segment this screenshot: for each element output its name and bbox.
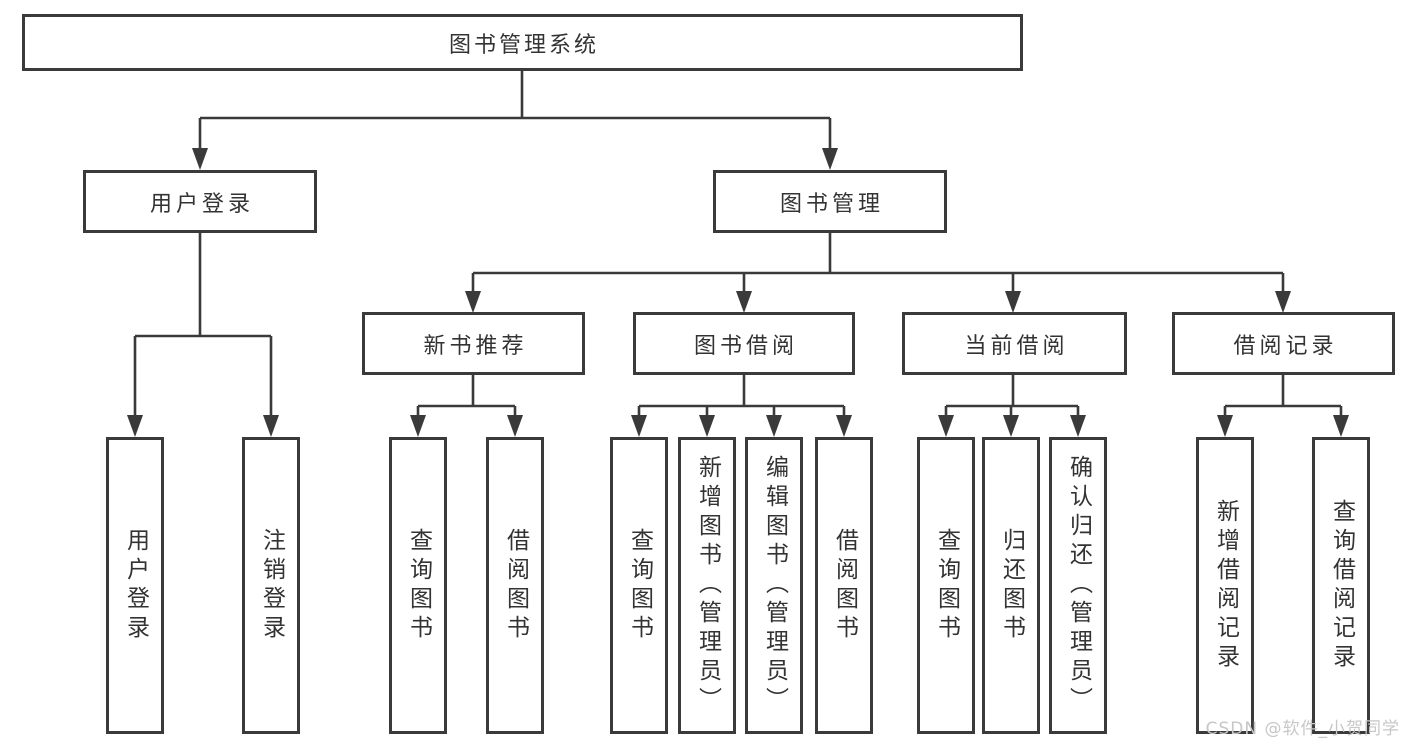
leaf-user-login: 用户登录 [106,437,164,734]
arrowhead-icon [1275,291,1291,313]
node-current-borrow: 当前借阅 [902,312,1127,375]
arrowhead-icon [938,415,954,437]
arrowhead-icon [465,291,481,313]
arrowhead-icon [410,415,426,437]
connector-root [198,70,832,152]
leaf-edit-books-admin: 编辑图书（管理员） [745,437,803,734]
arrowhead-icon [1005,291,1021,313]
leaf-label: 归还图书 [998,527,1025,644]
arrowheads [127,148,1349,437]
leaf-query-books-borrow: 查询图书 [610,437,668,734]
arrowhead-icon [192,148,208,170]
arrowhead-icon [127,415,143,437]
leaf-confirm-return-admin: 确认归还（管理员） [1049,437,1107,734]
arrowhead-icon [766,415,782,437]
leaf-label: 新增图书（管理员） [694,455,721,716]
arrowhead-icon [1217,415,1233,437]
leaf-label: 借阅图书 [502,527,529,644]
arrowhead-icon [631,415,647,437]
leaf-borrow-books: 借阅图书 [815,437,873,734]
leaf-logout: 注销登录 [242,437,300,734]
arrowhead-icon [1333,415,1349,437]
leaf-add-borrow-record: 新增借阅记录 [1196,437,1254,734]
leaf-label: 确认归还（管理员） [1065,455,1092,716]
arrowhead-icon [836,415,852,437]
node-user-login: 用户登录 [83,170,317,233]
leaf-borrow-books-recommend: 借阅图书 [486,437,544,734]
connector-new-book-group [416,375,517,421]
node-root-system: 图书管理系统 [22,14,1023,71]
connector-book-management-group [471,232,1285,297]
leaf-query-borrow-record: 查询借阅记录 [1312,437,1370,734]
leaf-label: 借阅图书 [831,527,858,644]
node-book-borrow: 图书借阅 [633,312,855,375]
arrowhead-icon [1070,415,1086,437]
leaf-label: 编辑图书（管理员） [761,455,788,716]
leaf-return-books: 归还图书 [982,437,1040,734]
arrowhead-icon [822,148,838,170]
connector-borrow-records-group [1223,375,1343,421]
leaf-label: 新增借阅记录 [1212,498,1239,673]
node-new-book-recommend: 新书推荐 [362,312,585,375]
csdn-watermark: CSDN @软件_小贺同学 [1205,719,1400,739]
connector-user-login-group [133,232,273,421]
node-borrow-records: 借阅记录 [1172,312,1395,375]
node-book-management: 图书管理 [713,170,947,233]
leaf-label: 用户登录 [122,527,149,644]
leaf-label: 查询图书 [933,527,960,644]
leaf-add-books-admin: 新增图书（管理员） [678,437,736,734]
leaf-label: 查询图书 [626,527,653,644]
leaf-query-books-current: 查询图书 [917,437,975,734]
arrowhead-icon [507,415,523,437]
leaf-query-books-recommend: 查询图书 [389,437,447,734]
connector-current-borrow-group [944,375,1080,421]
arrowhead-icon [1003,415,1019,437]
leaf-label: 查询图书 [405,527,432,644]
arrowhead-icon [699,415,715,437]
arrowhead-icon [736,291,752,313]
leaf-label: 注销登录 [258,527,285,644]
connector-book-borrow-group [637,375,846,421]
arrowhead-icon [263,415,279,437]
leaf-label: 查询借阅记录 [1328,498,1355,673]
